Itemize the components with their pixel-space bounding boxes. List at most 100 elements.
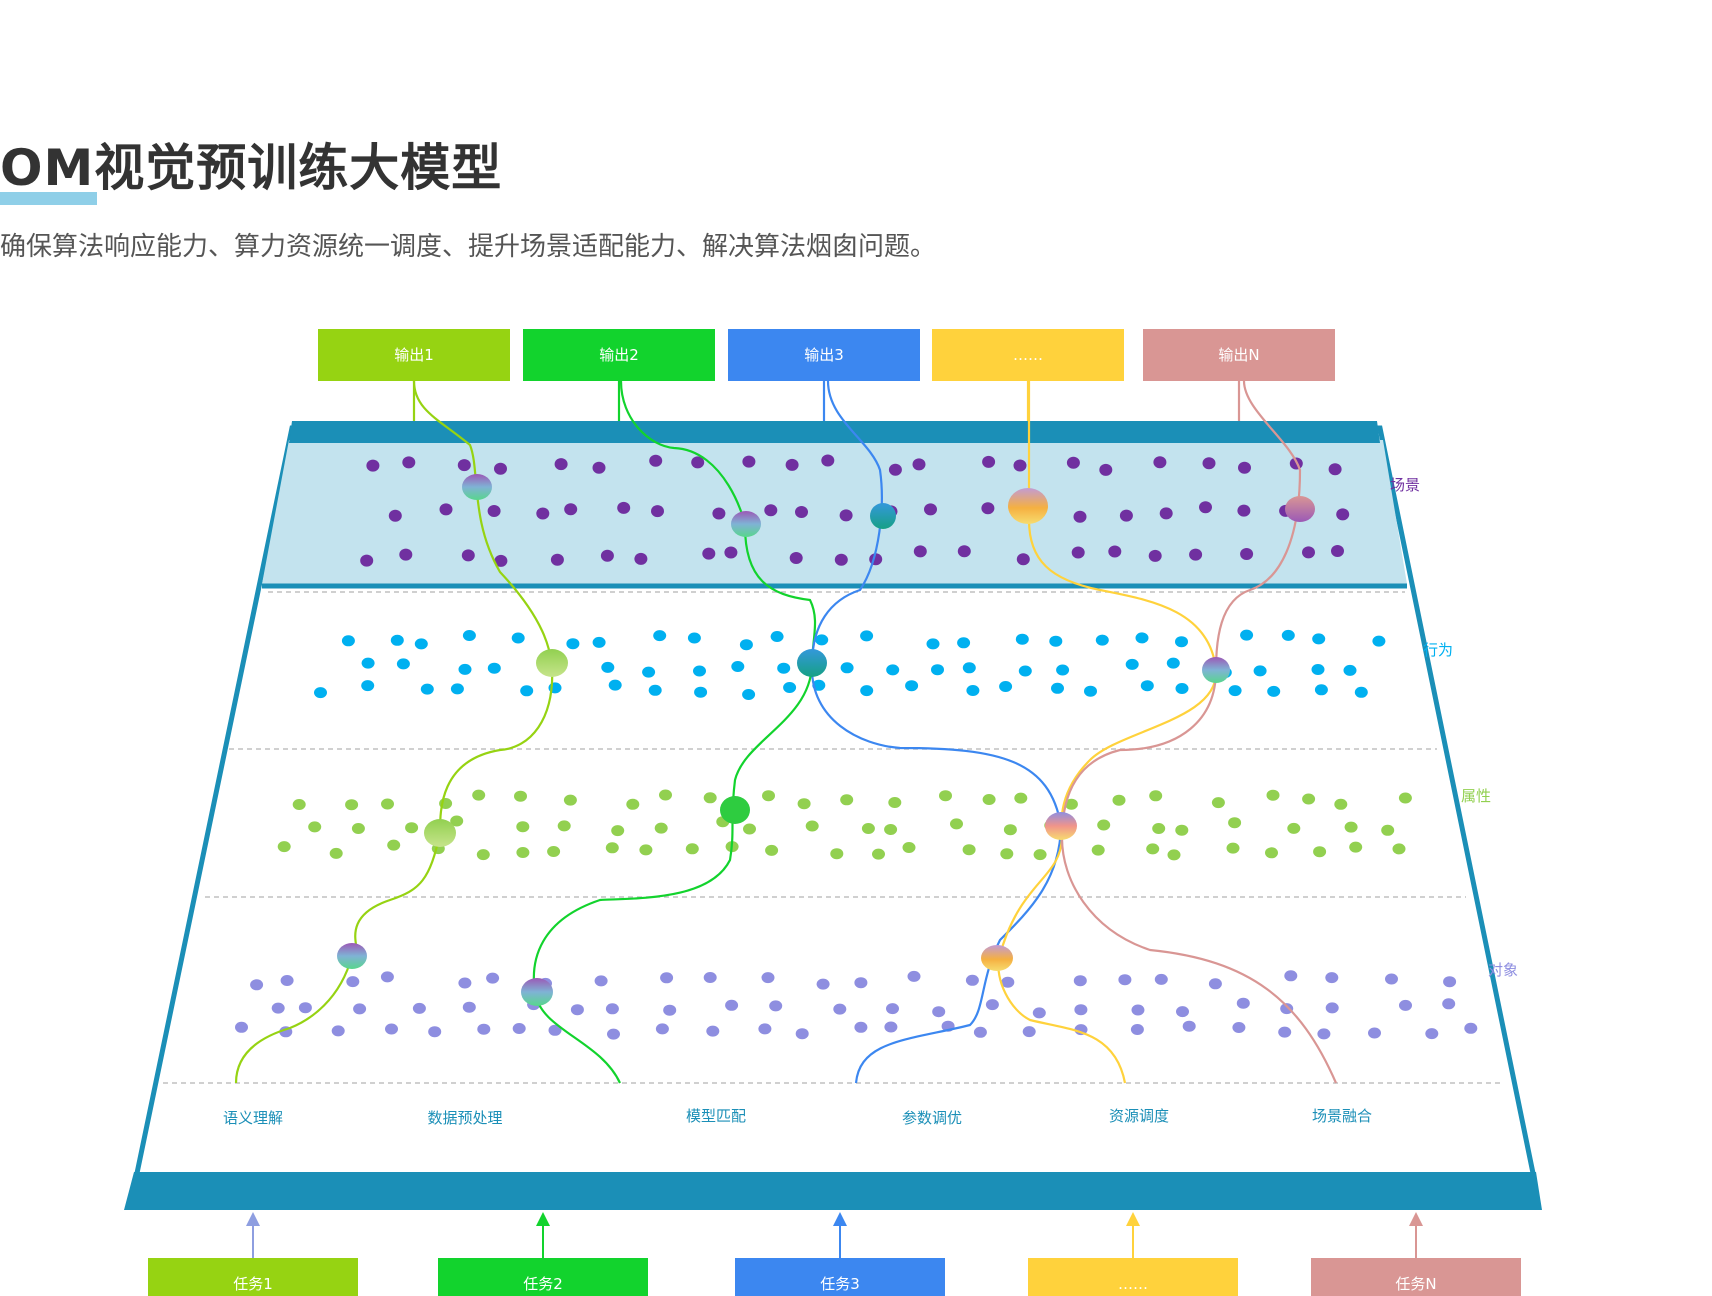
layer-dot — [1228, 685, 1242, 697]
layer-dot — [1153, 456, 1167, 469]
layer-dot — [277, 841, 291, 853]
output-box[interactable] — [932, 329, 1124, 381]
layer-dot — [1064, 798, 1078, 810]
layer-dot — [758, 1023, 772, 1035]
layer-dot — [834, 553, 848, 566]
layer-dot — [1175, 824, 1189, 836]
node — [536, 649, 568, 677]
layer-dot — [292, 799, 306, 810]
layer-dot — [762, 790, 775, 802]
layer-dot — [314, 687, 327, 699]
layer-dot — [605, 1003, 619, 1015]
node — [424, 819, 456, 847]
node — [870, 503, 896, 529]
layer-dot — [1385, 973, 1398, 985]
task-box[interactable] — [1028, 1258, 1238, 1296]
layer-dot — [566, 638, 580, 650]
layer-dot — [1049, 635, 1063, 647]
layer-dot — [833, 1003, 847, 1015]
layer-dot — [872, 848, 885, 860]
layer-dot — [821, 454, 835, 467]
layer-dot — [957, 545, 971, 558]
frame-bottom-bar — [124, 1172, 1542, 1210]
task-arrow-head — [833, 1212, 847, 1226]
output-label: 输出N — [1218, 346, 1259, 364]
layer-dot — [1317, 1028, 1331, 1040]
layer-label-attribute: 属性 — [1461, 787, 1491, 805]
task-box[interactable] — [148, 1258, 358, 1296]
layer-dot — [691, 456, 705, 469]
layer-dot — [639, 844, 653, 856]
layer-dot — [399, 548, 413, 561]
layer-dot — [554, 458, 568, 471]
layer-dot — [361, 657, 375, 669]
task-box[interactable] — [735, 1258, 945, 1296]
layer-dot — [592, 636, 606, 648]
layer-dot — [742, 689, 756, 700]
layer-dot — [387, 839, 401, 851]
layer-dot — [888, 463, 902, 476]
layer-dot — [1176, 1006, 1189, 1018]
layer-dot — [770, 631, 784, 642]
title-underline — [0, 192, 97, 205]
layer-dot — [886, 1003, 899, 1015]
layer-dot — [1108, 545, 1122, 558]
layer-dot — [913, 545, 927, 558]
layer-dot — [724, 546, 738, 559]
layer-dot — [1237, 504, 1251, 517]
layer-dot — [420, 683, 434, 695]
layer-dot — [706, 1025, 720, 1037]
layer-dot — [600, 549, 614, 562]
layer-dot — [703, 972, 717, 983]
output-box[interactable] — [728, 329, 920, 381]
layer-dot — [1056, 664, 1070, 676]
layer-dot — [687, 632, 701, 644]
task-box[interactable] — [438, 1258, 648, 1296]
layer-dot — [1095, 634, 1109, 646]
path-nodes — [337, 474, 1315, 1006]
layer-dot — [462, 1001, 476, 1013]
layer-dot — [651, 505, 664, 518]
node — [521, 978, 553, 1006]
layer-dot — [926, 638, 940, 650]
layer-dot — [1284, 970, 1298, 982]
layer-dot — [1152, 823, 1166, 834]
layer-dot — [653, 630, 667, 642]
layer-dot — [594, 975, 608, 987]
layer-dot — [854, 1021, 868, 1033]
layer-dot — [1236, 997, 1250, 1009]
layer-dot — [607, 1028, 620, 1040]
layer-dot — [1425, 1028, 1439, 1040]
flow-path-1 — [234, 380, 554, 1084]
layer-dot — [659, 789, 672, 801]
layer-dot — [1073, 510, 1087, 523]
output-box[interactable] — [318, 329, 510, 381]
scene-dots — [360, 454, 1350, 567]
node — [1045, 812, 1077, 840]
layer-dot — [648, 684, 662, 696]
layer-dot — [385, 1023, 398, 1035]
layer-dot — [605, 842, 619, 854]
capability-label: 模型匹配 — [686, 1107, 746, 1125]
output-box[interactable] — [1143, 329, 1335, 381]
layer-dot — [783, 682, 797, 693]
layer-dot — [1073, 975, 1087, 987]
layer-dot — [985, 999, 999, 1011]
output-box[interactable] — [523, 329, 715, 381]
layer-dot — [1097, 819, 1111, 831]
layer-dot — [536, 507, 550, 520]
layer-dot — [1325, 1002, 1339, 1014]
layer-dot — [462, 630, 476, 641]
layer-dot — [1302, 546, 1315, 559]
layer-dot — [477, 1023, 491, 1035]
layer-dot — [550, 553, 564, 566]
layer-dot — [450, 815, 464, 827]
layer-dot — [765, 844, 779, 856]
layer-dot — [660, 972, 674, 984]
layer-dot — [563, 794, 577, 806]
task-box[interactable] — [1311, 1258, 1521, 1296]
output-label: 输出3 — [804, 346, 844, 364]
layer-dot — [1146, 843, 1160, 855]
layer-dot — [1226, 842, 1240, 854]
layer-dot — [1334, 798, 1348, 810]
